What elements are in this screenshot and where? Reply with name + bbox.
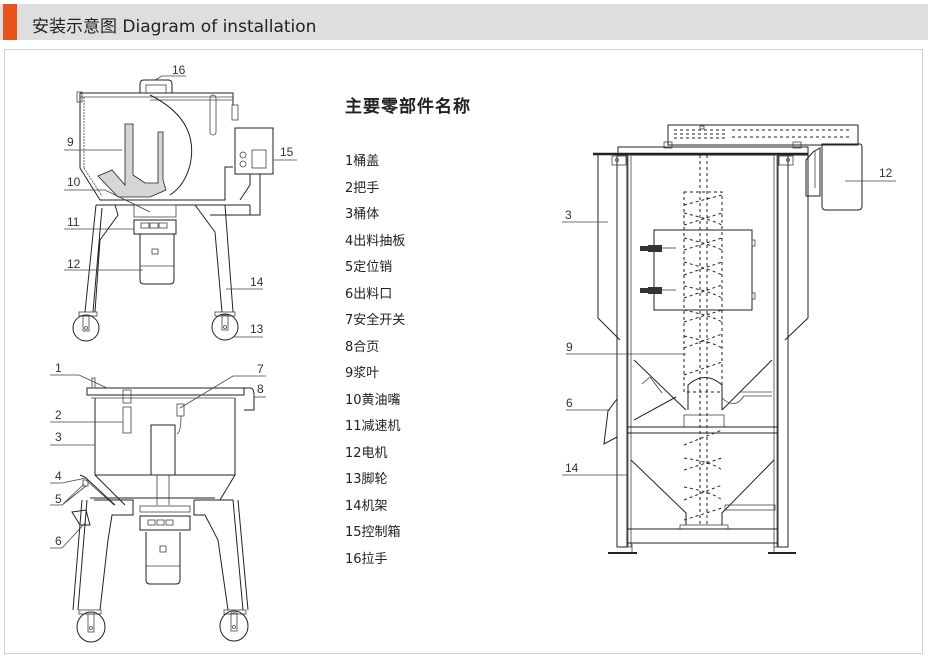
label-3: 3: [55, 430, 62, 444]
parts-list-item: 3桶体: [345, 202, 471, 229]
label-9: 9: [67, 135, 74, 149]
label-14-right: 14: [565, 461, 579, 475]
parts-list-item: 4出料抽板: [345, 229, 471, 256]
parts-list-item: 9浆叶: [345, 361, 471, 388]
label-12-right: 12: [879, 166, 893, 180]
part-name: 定位销: [353, 260, 393, 275]
part-name: 安全开关: [353, 313, 406, 328]
part-number: 13: [345, 472, 362, 487]
part-number: 4: [345, 233, 354, 249]
parts-list-item: 6出料口: [345, 282, 471, 309]
label-11: 11: [67, 215, 80, 229]
label-7: 7: [257, 362, 264, 376]
mixer-front-view: 1 7 8 2 3 4 5 6: [50, 361, 266, 643]
part-name: 控制箱: [361, 525, 401, 540]
part-name: 出料抽板: [353, 233, 406, 249]
part-number: 11: [345, 419, 362, 434]
mixer-cutaway-view: 16 9 15 10 11 12 14 13: [64, 63, 297, 342]
parts-list-item: 1桶盖: [345, 149, 471, 176]
part-name: 出料口: [353, 286, 393, 302]
parts-list-item: 10黄油嘴: [345, 388, 471, 415]
part-name: 桶体: [353, 207, 380, 222]
section-header: 安装示意图 Diagram of installation: [0, 4, 928, 40]
label-6: 6: [55, 534, 62, 548]
part-number: 7: [345, 313, 354, 328]
parts-list-item: 15控制箱: [345, 520, 471, 547]
part-name: 合页: [353, 339, 380, 355]
part-name: 电机: [361, 445, 388, 461]
label-1: 1: [55, 361, 62, 375]
part-name: 脚轮: [361, 472, 388, 487]
parts-list-item: 8合页: [345, 335, 471, 362]
part-number: 14: [345, 498, 362, 514]
header-accent-bar: [3, 4, 17, 40]
part-number: 10: [345, 392, 362, 408]
label-14: 14: [250, 275, 264, 289]
part-name: 减速机: [361, 419, 401, 434]
part-number: 15: [345, 525, 362, 540]
part-name: 机架: [361, 498, 388, 514]
part-name: 拉手: [361, 551, 388, 567]
label-8: 8: [257, 382, 264, 396]
parts-list-item: 5定位销: [345, 255, 471, 282]
part-number: 1: [345, 154, 354, 169]
section-title: 安装示意图 Diagram of installation: [32, 17, 317, 37]
label-10: 10: [67, 175, 81, 189]
label-15: 15: [280, 145, 294, 159]
parts-list-item: 14机架: [345, 494, 471, 521]
part-number: 12: [345, 445, 362, 461]
parts-list-item: 7安全开关: [345, 308, 471, 335]
part-name: 把手: [353, 180, 380, 196]
part-number: 5: [345, 260, 354, 275]
label-9-right: 9: [566, 340, 573, 354]
parts-list-item: 16拉手: [345, 547, 471, 574]
vertical-mixer-view: 12 3 9 6 14: [562, 124, 896, 554]
label-3-right: 3: [565, 208, 572, 222]
label-6-right: 6: [566, 396, 573, 410]
label-5: 5: [55, 492, 62, 506]
part-name: 浆叶: [353, 366, 380, 381]
parts-list-item: 2把手: [345, 176, 471, 203]
parts-list-item: 13脚轮: [345, 467, 471, 494]
parts-list-item: 12电机: [345, 441, 471, 468]
parts-list-item: 11减速机: [345, 414, 471, 441]
part-name: 黄油嘴: [361, 392, 401, 408]
label-13: 13: [250, 322, 264, 336]
parts-list-title: 主要零部件名称: [345, 97, 471, 117]
part-number: 16: [345, 551, 362, 567]
label-4: 4: [55, 469, 62, 483]
label-16: 16: [172, 63, 186, 77]
label-2: 2: [55, 408, 62, 422]
part-number: 9: [345, 366, 354, 381]
label-12: 12: [67, 257, 81, 271]
part-name: 桶盖: [353, 154, 380, 169]
part-number: 8: [345, 339, 354, 355]
part-number: 6: [345, 286, 354, 302]
part-number: 3: [345, 207, 354, 222]
part-number: 2: [345, 180, 354, 196]
